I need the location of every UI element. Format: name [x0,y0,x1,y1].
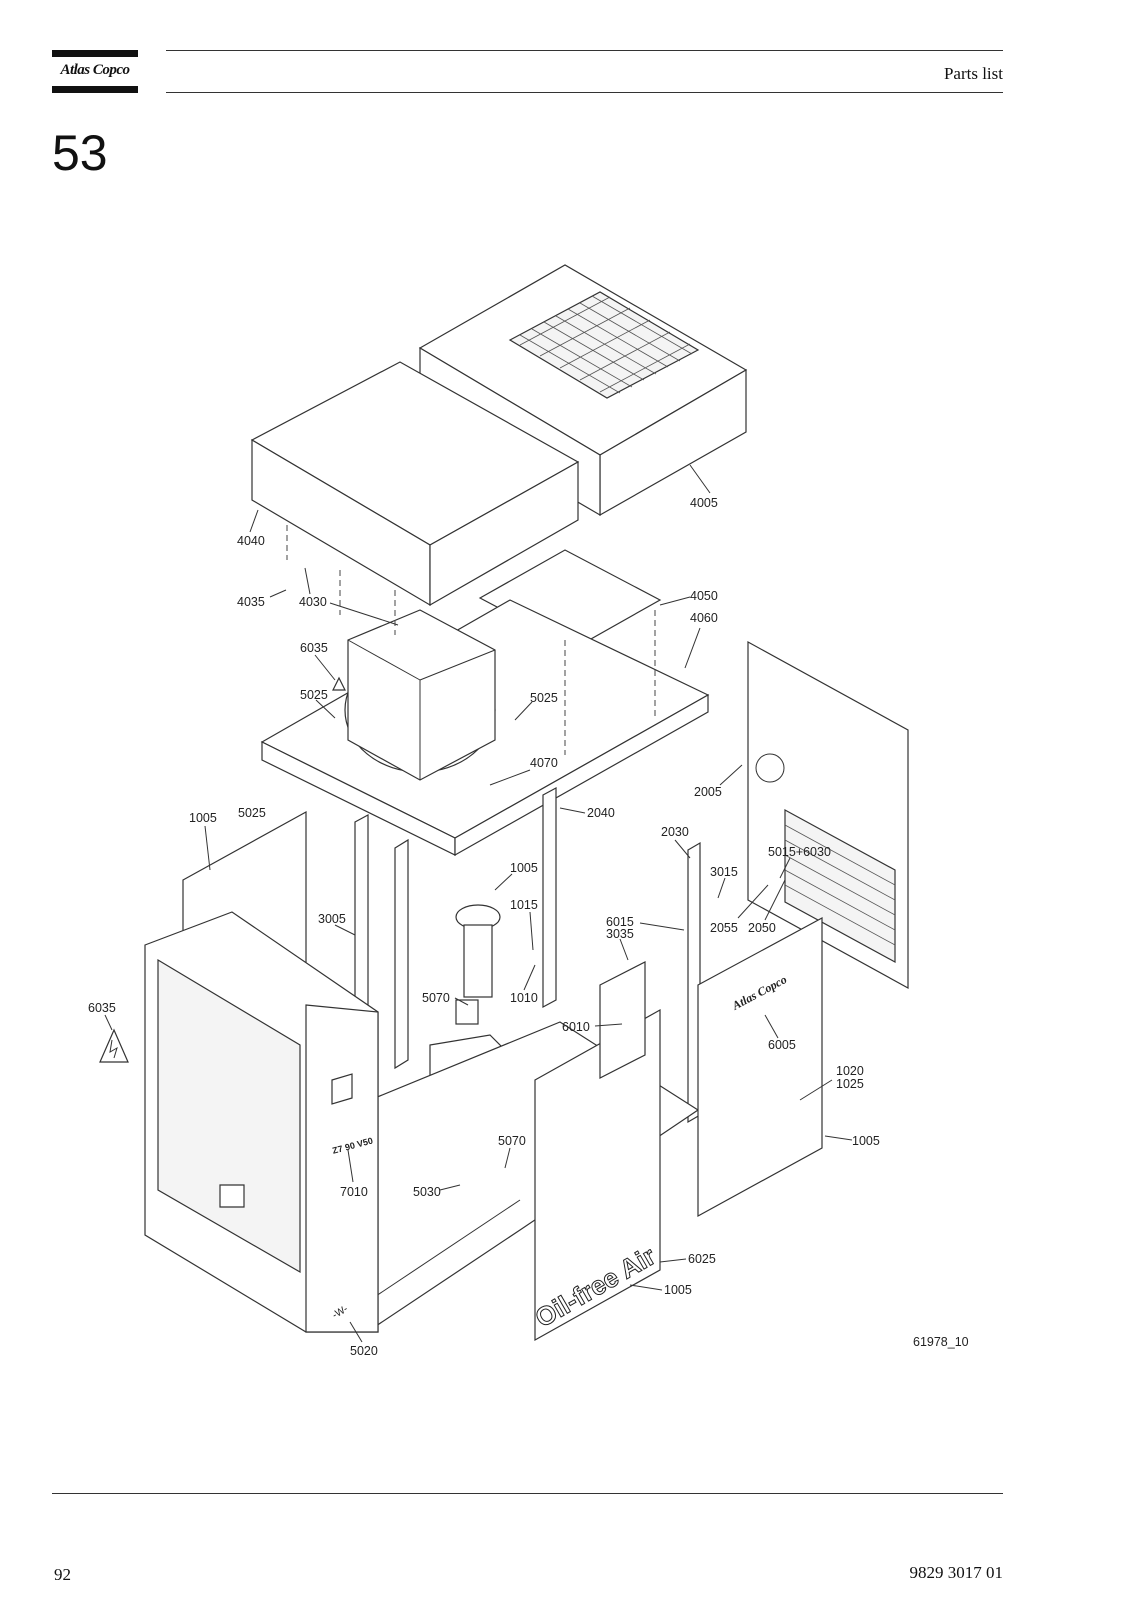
page-number: 92 [54,1565,71,1584]
callout-5020: 5020 [350,1344,378,1358]
callout-5025-right: 5025 [530,691,558,705]
callout-5070-bottom: 5070 [498,1134,526,1148]
footer-rule [52,1493,1003,1494]
control-panel-part [599,961,646,1079]
callout-6010: 6010 [562,1020,590,1034]
right-door-part: Atlas Copco [697,916,823,1218]
callout-1015: 1015 [510,898,538,912]
header-rule-top [166,50,1003,51]
right-side-panel-part [747,640,909,990]
callout-5070-top: 5070 [422,991,450,1005]
callout-6015: 6015 [606,915,634,929]
leader-lines [104,464,853,1343]
callout-5030: 5030 [413,1185,441,1199]
callout-4070: 4070 [530,756,558,770]
callout-1020: 1020 [836,1064,864,1078]
callout-5025-panel: 5025 [238,806,266,820]
logo-wordmark: Atlas Copco [60,62,130,78]
callout-6035-top: 6035 [300,641,328,655]
header-rule-bottom [166,92,1003,93]
callout-2005: 2005 [694,785,722,799]
figure-id: 61978_10 [913,1335,969,1349]
callout-5015-6030: 5015+6030 [768,845,831,859]
callout-1010: 1010 [510,991,538,1005]
callout-6025: 6025 [688,1252,716,1266]
warning-label-icon [99,676,346,1063]
callout-2040: 2040 [587,806,615,820]
callout-6005: 6005 [768,1038,796,1052]
callout-3035: 3035 [606,927,634,941]
callout-1005-back: 1005 [189,811,217,825]
electrical-cabinet-part: Z7 90 V50 -W- [144,911,379,1333]
section-title: Parts list [943,64,1003,83]
callout-labels: 4005 4040 4035 4030 4050 4060 6035 5025 … [88,496,969,1358]
callout-2050: 2050 [748,921,776,935]
front-door-part: Oil-free Air [530,1008,661,1342]
logo-bar-top [52,50,138,57]
top-lid-part [250,361,580,607]
callout-4030: 4030 [299,595,327,609]
logo-bar-bottom [52,86,138,93]
callout-1025: 1025 [836,1077,864,1091]
callout-5025-left: 5025 [300,688,328,702]
fan-frame-part [260,599,710,857]
callout-3005: 3005 [318,912,346,926]
callout-2030: 2030 [661,825,689,839]
callout-4040: 4040 [237,534,265,548]
callout-2055: 2055 [710,921,738,935]
callout-1005-column: 1005 [510,861,538,875]
callout-7010: 7010 [340,1185,368,1199]
callout-6035-warning: 6035 [88,1001,116,1015]
document-number: 9829 3017 01 [909,1563,1004,1582]
chapter-number: 53 [52,125,108,181]
callout-4035: 4035 [237,595,265,609]
callout-1005-right: 1005 [852,1134,880,1148]
callout-4005: 4005 [690,496,718,510]
atlas-copco-logo: Atlas Copco [52,50,138,94]
callout-1005-door: 1005 [664,1283,692,1297]
callout-4060: 4060 [690,611,718,625]
callout-3015: 3015 [710,865,738,879]
callout-4050: 4050 [690,589,718,603]
